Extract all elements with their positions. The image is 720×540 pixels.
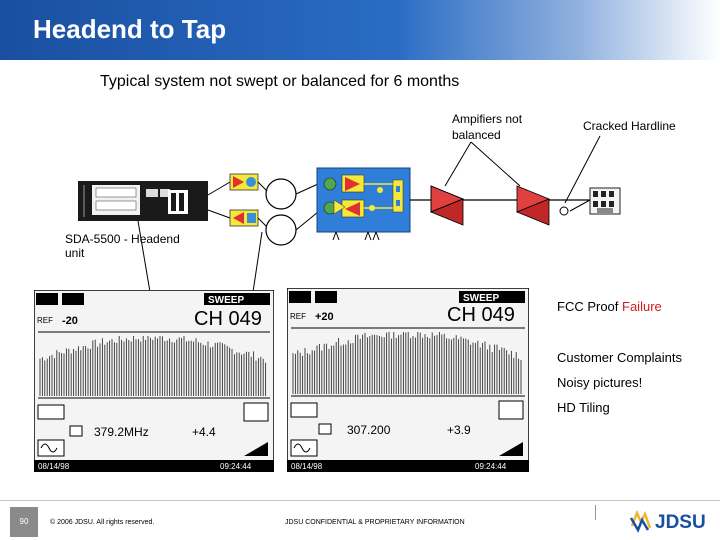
cracked-hardline-note: Cracked Hardline	[583, 119, 676, 133]
left-delta: +4.4	[192, 425, 216, 439]
cracked-pointer	[564, 135, 601, 204]
fcc-failure-text: Failure	[622, 299, 662, 314]
left-level: -20	[62, 315, 78, 327]
right-freq: 307.200	[347, 423, 391, 437]
left-sweep-trace	[39, 336, 267, 396]
left-mode: SWEEP	[208, 295, 244, 306]
meter-screen-left: SWEEP REF -20 CH 049 379.2MHz +4.4 08/14…	[34, 290, 274, 472]
amplifiers-note-line2: balanced	[452, 128, 501, 142]
headend-note: SDA-5500 - Headend unit	[65, 232, 180, 260]
jdsu-logo-text: JDSU	[655, 512, 706, 533]
right-level: +20	[315, 311, 334, 323]
amplifier-module	[316, 167, 411, 233]
footer-vline	[595, 505, 596, 520]
jdsu-logo-icon	[629, 509, 652, 533]
fcc-proof-label: FCC Proof Failure	[557, 299, 662, 314]
network-diagram	[78, 135, 621, 293]
left-time: 09:24:44	[220, 462, 252, 471]
headend-unit	[78, 181, 208, 221]
right-mode: SWEEP	[463, 293, 499, 304]
headend-note-line1: SDA-5500 - Headend	[65, 232, 180, 246]
fcc-proof-prefix: FCC Proof	[557, 299, 623, 314]
left-freq: 379.2MHz	[94, 425, 149, 439]
trunk-amplifier-1	[429, 185, 465, 226]
confidential-text: JDSU CONFIDENTIAL & PROPRIETARY INFORMAT…	[285, 519, 465, 526]
tap-device	[589, 187, 621, 215]
right-date: 08/14/98	[291, 462, 323, 471]
right-channel: CH 049	[447, 304, 515, 326]
left-channel: CH 049	[194, 308, 262, 330]
footer-divider	[0, 500, 720, 501]
amplifiers-note: Ampifiers not balanced	[452, 111, 522, 143]
meter-screen-right: SWEEP REF +20 CH 049 307.200 +3.9 08/14/…	[287, 288, 529, 472]
left-date: 08/14/98	[38, 462, 70, 471]
headend-note-line2: unit	[65, 246, 85, 260]
right-sweep-trace	[292, 332, 522, 394]
noisy-pictures-label: Noisy pictures!	[557, 375, 643, 390]
right-ref: REF	[290, 312, 306, 321]
title-bar	[0, 0, 720, 60]
left-ref: REF	[37, 316, 53, 325]
amplifiers-note-line1: Ampifiers not	[452, 112, 523, 126]
right-time: 09:24:44	[475, 462, 507, 471]
page-number: 90	[10, 507, 38, 537]
hd-tiling-label: HD Tiling	[557, 400, 610, 415]
slide-title: Headend to Tap	[33, 14, 227, 44]
copyright-text: © 2006 JDSU. All rights reserved.	[50, 519, 155, 526]
customer-complaints-label: Customer Complaints	[557, 350, 682, 365]
right-delta: +3.9	[447, 423, 471, 437]
amplifiers-pointer-2	[470, 141, 521, 187]
slide-subtitle: Typical system not swept or balanced for…	[100, 73, 460, 90]
amplifiers-pointer	[444, 141, 472, 187]
trunk-amplifier-2	[515, 185, 551, 226]
